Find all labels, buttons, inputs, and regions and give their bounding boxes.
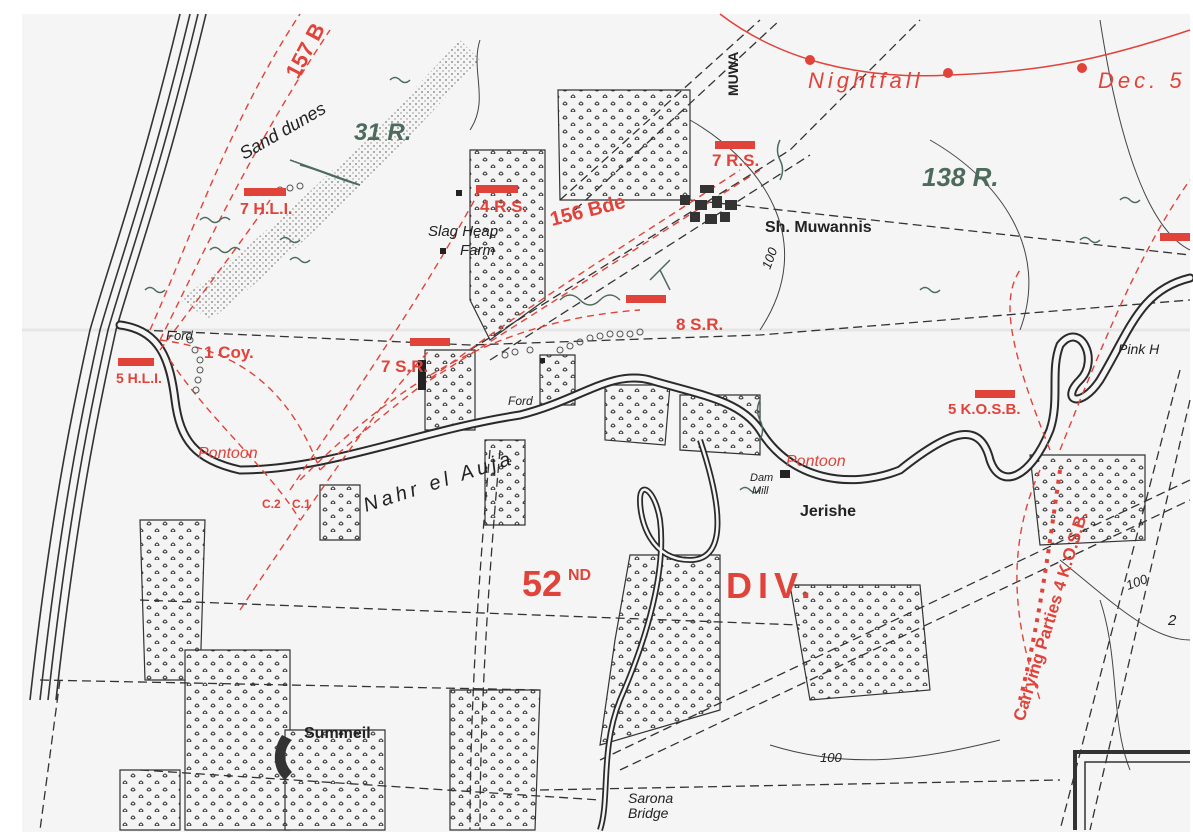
label-dec-5: Dec. 5 (1098, 68, 1186, 93)
label-grid-2: 2 (1167, 612, 1177, 629)
label-dam: Dam (750, 472, 773, 484)
label-sarona: Sarona (628, 790, 673, 806)
vegetation-marks (144, 76, 1141, 494)
label-summeil: Summeil (304, 725, 371, 742)
label-7hli: 7 H.L.I. (240, 201, 292, 218)
river-south-branch-inner (598, 439, 719, 831)
label-bridge: Bridge (628, 805, 669, 821)
label-pontoon-east: Pontoon (786, 453, 846, 470)
label-jerishe: Jerishe (800, 503, 856, 520)
label-ford-west: Ford (166, 328, 194, 343)
label-7sr: 7 S.R. (381, 357, 428, 376)
label-sh-muwannis: Sh. Muwannis (765, 219, 872, 236)
label-c2: C.2 (262, 497, 281, 511)
river-nahr-el-auja-inner (117, 275, 1193, 483)
label-c1: C.1 (292, 497, 311, 511)
label-7rs: 7 R.S. (712, 151, 759, 170)
unit-markers (118, 141, 1190, 398)
label-farm: Farm (460, 242, 495, 259)
label-pink-h: Pink H (1118, 341, 1160, 357)
carrying-parties-route (1018, 469, 1062, 701)
village-summeil (274, 735, 292, 780)
contours (469, 19, 1191, 771)
unit-bar-7rs (715, 141, 755, 149)
farm-markers (418, 190, 790, 478)
unit-bar-right (1160, 233, 1190, 241)
label-ford-east: Ford (508, 394, 533, 408)
orchards (119, 89, 1146, 831)
sand-dunes-area (180, 40, 480, 320)
label-5kosb: 5 K.O.S.B. (948, 401, 1021, 418)
unit-bar-5kosb (975, 390, 1015, 398)
unit-bar-8sr (626, 295, 666, 303)
label-contour-100-c: 100 (820, 750, 842, 765)
village-sh-muwannis (680, 185, 737, 224)
unit-bar-4rs (476, 185, 518, 193)
coastline (29, 13, 207, 701)
label-contour-100-a: 100 (759, 245, 781, 271)
label-pontoon-west: Pontoon (198, 445, 258, 462)
label-nightfall: Nightfall (808, 68, 923, 93)
label-contour-100-b: 100 (1124, 571, 1150, 593)
map-frame-corner (1073, 750, 1190, 830)
label-31-r: 31 R. (354, 119, 411, 146)
label-138-r: 138 R. (922, 162, 999, 192)
unit-bar-5hli (118, 358, 154, 366)
nightfall-line (719, 13, 1191, 78)
label-nd: ND (568, 567, 591, 584)
label-slag-heap: Slag Heap (428, 223, 498, 240)
label-5hli: 5 H.L.I. (116, 370, 162, 386)
unit-bar-7sr (410, 338, 450, 346)
label-8sr: 8 S.R. (676, 315, 723, 334)
label-52: 52 (522, 563, 562, 604)
label-div: DIV. (726, 565, 817, 606)
label-mill: Mill (752, 485, 769, 497)
unit-bar-7hli (244, 188, 286, 196)
label-muwa: MUWA (725, 52, 741, 96)
label-4rs: 4 R.S. (480, 197, 527, 216)
label-1-coy: 1 Coy. (204, 343, 254, 362)
